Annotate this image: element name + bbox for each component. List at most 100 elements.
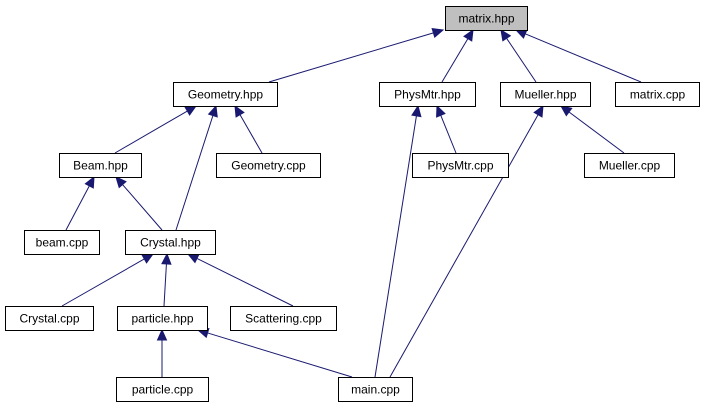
edge-mueller-cpp-to-mueller-hpp	[560, 105, 625, 154]
node-crystal-cpp[interactable]: Crystal.cpp	[5, 306, 94, 331]
edge-mueller-hpp-to-matrix-hpp	[500, 28, 537, 83]
edge-line	[65, 185, 90, 231]
node-label: matrix.cpp	[630, 88, 686, 102]
edge-arrowhead	[533, 104, 544, 118]
node-box	[216, 153, 321, 178]
edge-main-cpp-to-particle-hpp	[196, 328, 353, 378]
node-crystal-hpp[interactable]: Crystal.hpp	[125, 230, 216, 255]
edge-arrowhead	[234, 104, 245, 118]
edge-arrowhead	[463, 28, 474, 42]
node-label: PhysMtr.cpp	[427, 159, 493, 173]
node-label: beam.cpp	[36, 236, 89, 250]
node-box	[59, 153, 142, 178]
node-box	[584, 153, 675, 178]
node-box	[24, 230, 100, 255]
node-beam-hpp[interactable]: Beam.hpp	[59, 153, 142, 178]
edge-line	[268, 32, 434, 83]
edge-geometry-hpp-to-matrix-hpp	[268, 27, 445, 83]
node-label: main.cpp	[351, 383, 400, 397]
edge-arrowhead	[436, 104, 446, 118]
edge-arrowhead	[161, 252, 172, 265]
edge-arrowhead	[156, 328, 168, 341]
node-box	[125, 230, 216, 255]
node-box	[116, 377, 209, 402]
node-box	[445, 6, 528, 31]
node-label: Geometry.cpp	[231, 159, 306, 173]
edge-line	[568, 111, 625, 154]
node-label: Mueller.hpp	[514, 88, 576, 102]
edge-line	[114, 110, 188, 154]
edge-scattering-cpp-to-crystal-hpp	[186, 253, 294, 307]
edge-main-cpp-to-physmtr-hpp	[374, 104, 422, 378]
edge-arrowhead	[186, 253, 200, 264]
edge-line	[440, 115, 457, 154]
edge-arrowhead	[184, 105, 198, 116]
edge-crystal-hpp-to-beam-hpp	[115, 176, 163, 231]
node-label: particle.cpp	[132, 383, 194, 397]
node-label: PhysMtr.hpp	[394, 88, 461, 102]
node-box	[230, 306, 337, 331]
node-label: Crystal.hpp	[140, 236, 201, 250]
node-main-cpp[interactable]: main.cpp	[338, 377, 413, 402]
node-physmtr-hpp[interactable]: PhysMtr.hpp	[379, 82, 476, 107]
edge-line	[525, 33, 642, 83]
node-box	[117, 306, 208, 331]
edge-arrowhead	[115, 176, 127, 189]
node-box	[412, 153, 509, 178]
node-label: matrix.hpp	[458, 12, 514, 26]
edge-matrix-cpp-to-matrix-hpp	[514, 29, 642, 83]
edge-crystal-cpp-to-crystal-hpp	[61, 253, 155, 307]
node-matrix-cpp[interactable]: matrix.cpp	[615, 82, 700, 107]
edge-line	[175, 115, 214, 231]
node-matrix-hpp[interactable]: matrix.hpp	[445, 6, 528, 31]
node-box	[173, 82, 278, 107]
node-beam-cpp[interactable]: beam.cpp	[24, 230, 100, 255]
node-particle-hpp[interactable]: particle.hpp	[117, 306, 208, 331]
edge-arrowhead	[500, 28, 512, 42]
node-box	[5, 306, 94, 331]
edge-line	[207, 332, 353, 378]
edge-crystal-hpp-to-geometry-hpp	[175, 104, 218, 231]
edge-line	[163, 263, 167, 307]
edge-line	[389, 114, 539, 378]
node-box	[379, 82, 476, 107]
edge-particle-hpp-to-crystal-hpp	[161, 252, 172, 307]
edge-arrowhead	[207, 104, 218, 118]
node-physmtr-cpp[interactable]: PhysMtr.cpp	[412, 153, 509, 178]
edge-arrowhead	[141, 253, 155, 264]
node-label: Crystal.cpp	[19, 312, 79, 326]
edge-line	[441, 38, 469, 83]
node-mueller-cpp[interactable]: Mueller.cpp	[584, 153, 675, 178]
edge-arrowhead	[84, 175, 95, 189]
edge-geometry-cpp-to-geometry-hpp	[234, 104, 263, 154]
node-box	[615, 82, 700, 107]
node-scattering-cpp[interactable]: Scattering.cpp	[230, 306, 337, 331]
edge-beam-cpp-to-beam-hpp	[65, 175, 95, 231]
node-box	[338, 377, 413, 402]
edge-line	[239, 114, 263, 154]
edge-arrowhead	[411, 104, 422, 118]
edge-line	[122, 184, 163, 231]
node-geometry-cpp[interactable]: Geometry.cpp	[216, 153, 321, 178]
node-box	[500, 82, 591, 107]
node-label: Scattering.cpp	[245, 312, 322, 326]
edge-main-cpp-to-mueller-hpp	[389, 104, 544, 378]
edge-line	[506, 38, 537, 83]
edge-line	[61, 258, 145, 307]
node-label: Geometry.hpp	[188, 88, 263, 102]
edge-line	[374, 115, 417, 378]
edge-physmtr-cpp-to-physmtr-hpp	[436, 104, 457, 154]
edge-arrowhead	[431, 27, 445, 39]
edge-arrowhead	[560, 105, 573, 117]
edge-beam-hpp-to-geometry-hpp	[114, 105, 198, 154]
node-mueller-hpp[interactable]: Mueller.hpp	[500, 82, 591, 107]
edge-line	[196, 257, 294, 307]
node-particle-cpp[interactable]: particle.cpp	[116, 377, 209, 402]
node-label: particle.hpp	[131, 312, 193, 326]
node-label: Beam.hpp	[73, 159, 128, 173]
node-geometry-hpp[interactable]: Geometry.hpp	[173, 82, 278, 107]
edge-physmtr-hpp-to-matrix-hpp	[441, 28, 474, 83]
edge-particle-cpp-to-particle-hpp	[156, 328, 168, 377]
